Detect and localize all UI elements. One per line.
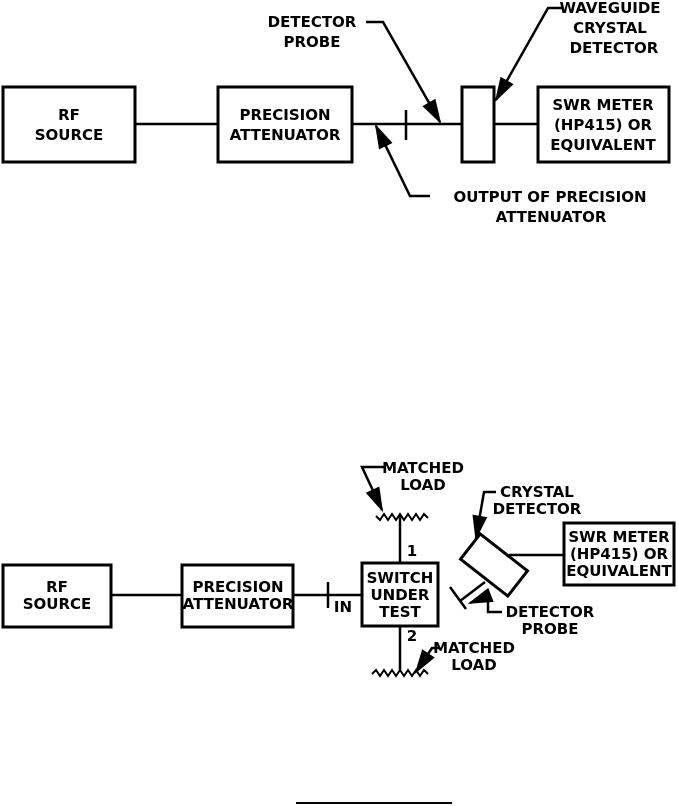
rf-source-label-1: RF [58,106,80,124]
port-2-label: 2 [407,627,417,645]
detector-probe-label-2: PROBE [522,620,579,638]
attenuator-label-1: PRECISION [192,578,283,596]
crystal-detector-label-1: CRYSTAL [500,483,574,501]
swr-meter-box [562,521,676,587]
waveguide-label-1: WAVEGUIDE [559,0,660,17]
diagram-b: RF SOURCE PRECISION ATTENUATOR IN SWITCH… [1,459,676,678]
detector-probe-arrow [366,20,442,125]
detector-probe-label-2: PROBE [284,33,341,51]
attenuator-label-2: ATTENUATOR [183,595,294,613]
matched-load-top [375,512,429,522]
matched-load-top-arrow [360,465,386,513]
port-1-label: 1 [407,542,417,560]
swr-meter-label-3: EQUIVALENT [566,562,672,580]
rf-source-label-2: SOURCE [35,126,104,144]
swr-meter-label-3: EQUIVALENT [550,136,656,154]
output-label-1: OUTPUT OF PRECISION [453,188,646,206]
matched-load-top-label-2: LOAD [400,476,445,494]
switch-label-3: TEST [379,603,421,621]
in-port-label: IN [334,598,352,616]
attenuator-label-1: PRECISION [239,106,330,124]
crystal-detector-label-2: DETECTOR [493,500,582,518]
crystal-detector-arrow [472,490,496,541]
swr-meter-label-2: (HP415) OR [570,545,669,563]
rf-source-label-1: RF [46,578,68,596]
precision-attenuator-box [216,85,354,164]
crystal-detector [458,531,530,599]
detector-probe-tip [448,586,468,610]
matched-load-top-label-1: MATCHED [382,459,464,477]
detector-probe-label-1: DETECTOR [506,603,595,621]
output-arrow [374,123,430,198]
matched-load-bottom-arrow [414,646,440,675]
matched-load-bottom-label-2: LOAD [451,656,496,674]
switch-label-1: SWITCH [367,569,434,587]
matched-load-bottom-label-1: MATCHED [433,639,515,657]
attenuator-label-2: ATTENUATOR [230,126,341,144]
rf-source-label-2: SOURCE [23,595,92,613]
rf-source-box [1,85,137,164]
output-label-2: ATTENUATOR [496,208,607,226]
swr-meter-box [536,85,671,164]
waveguide-crystal-detector-box [460,85,496,164]
waveguide-label-2: CRYSTAL [573,19,647,37]
detector-probe-label-1: DETECTOR [268,13,357,31]
waveguide-label-3: DETECTOR [570,39,659,57]
swr-meter-label-1: SWR METER [552,96,654,114]
detector-probe-arrow [467,587,502,614]
diagram-a: RF SOURCE PRECISION ATTENUATOR SWR METER… [1,0,671,226]
swr-meter-label-2: (HP415) OR [554,116,653,134]
switch-label-2: UNDER [371,586,430,604]
waveguide-arrow [494,6,562,103]
swr-meter-label-1: SWR METER [568,528,670,546]
matched-load-bottom [371,668,429,678]
